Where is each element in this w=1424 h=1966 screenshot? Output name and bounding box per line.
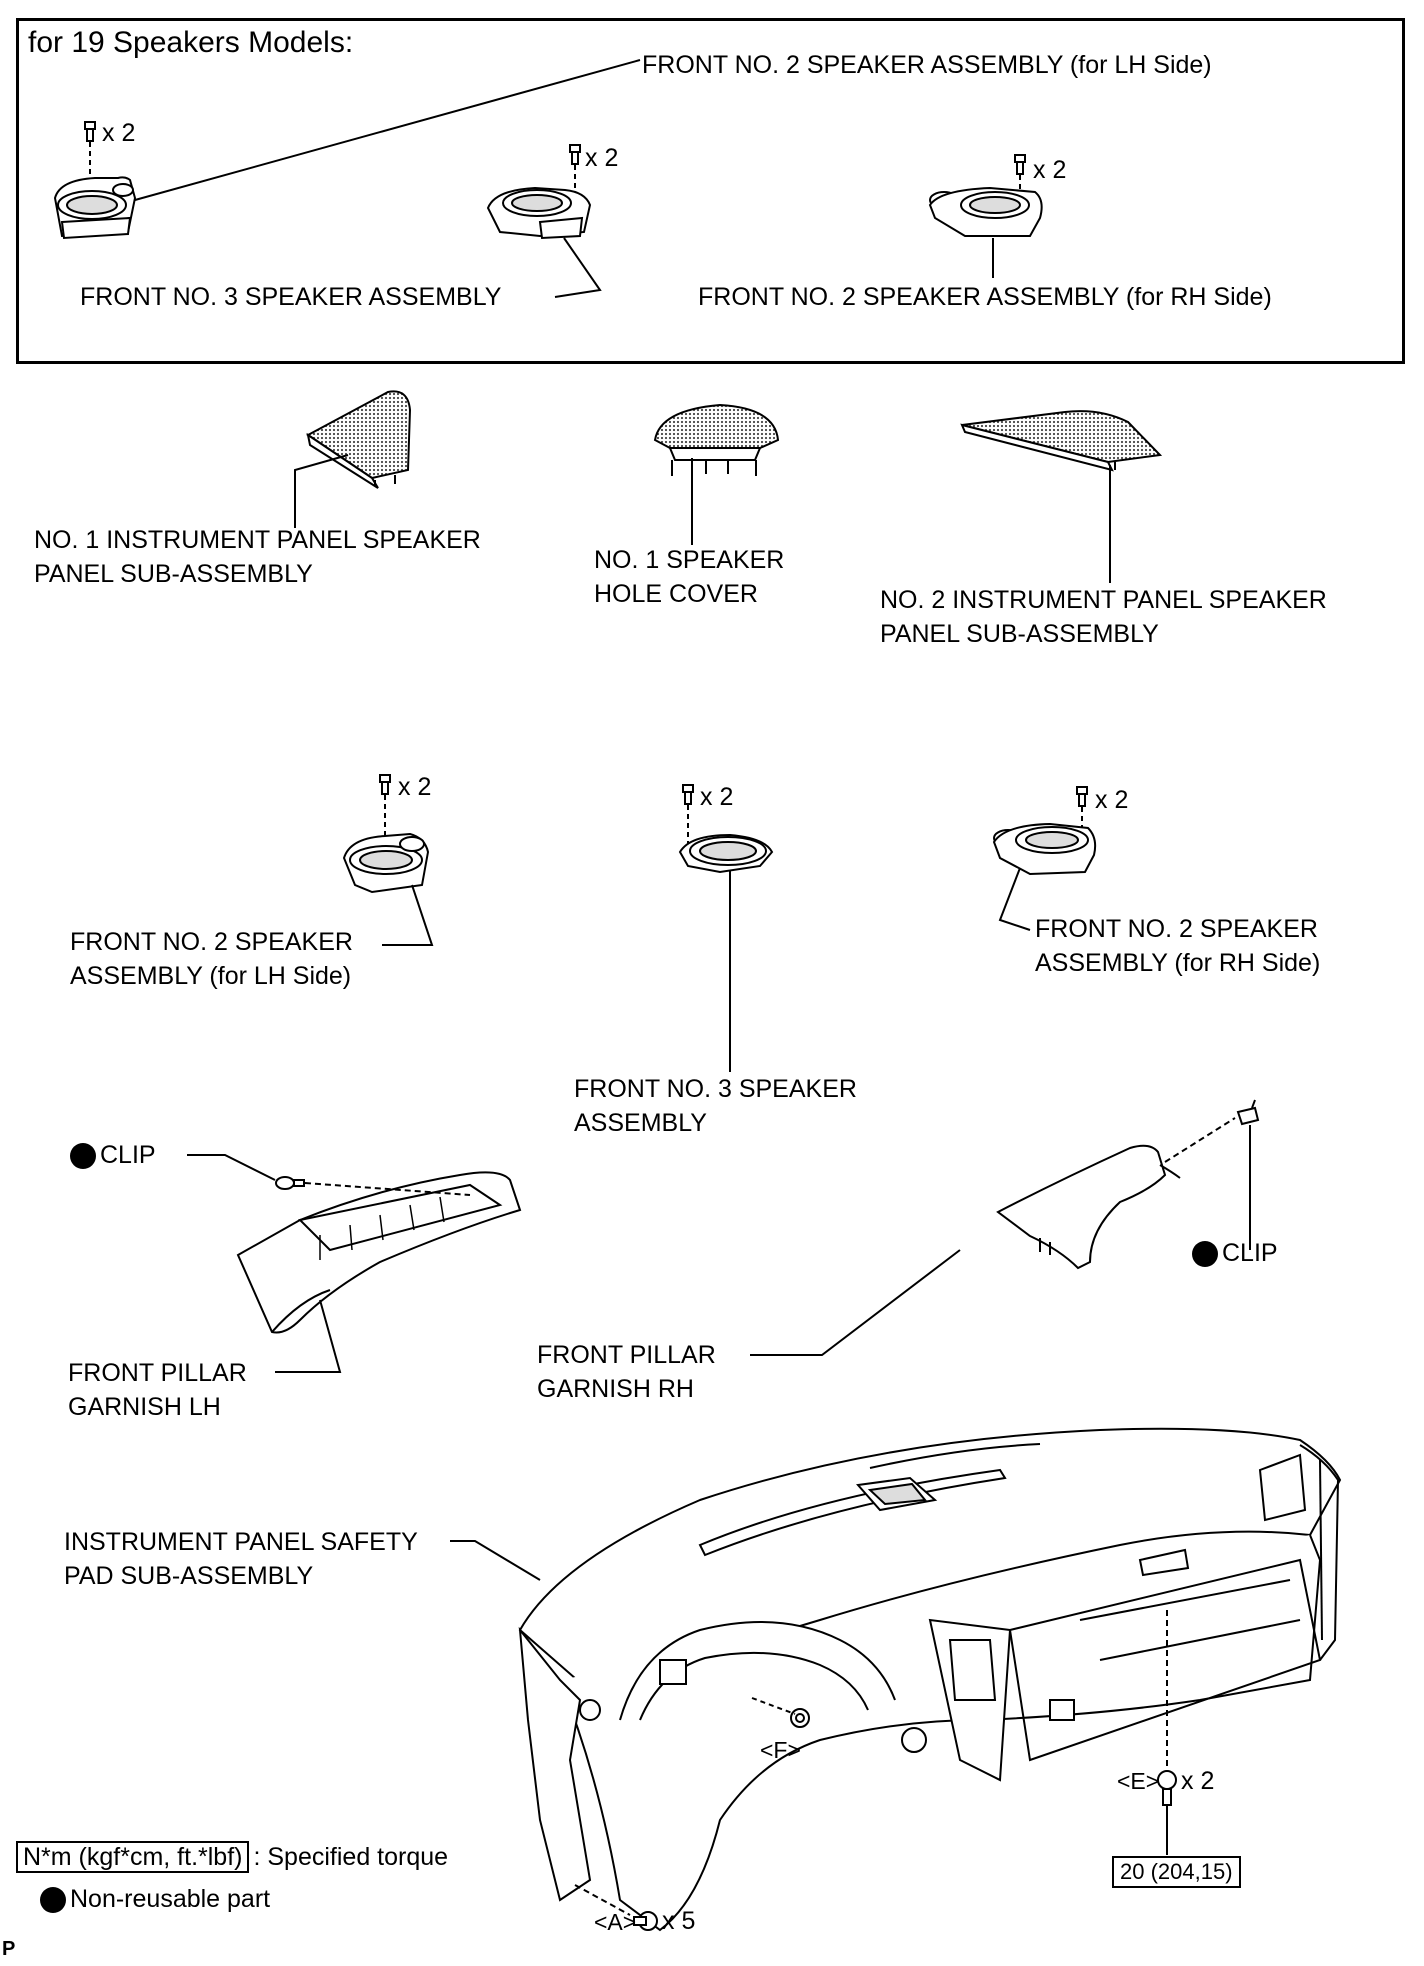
point-a-label: <A> [594,1909,637,1935]
leader-dash [450,1540,541,1581]
label-dash-line1: INSTRUMENT PANEL SAFETY [64,1528,418,1556]
label-rh-clip: CLIP [1192,1236,1278,1270]
inset-title: for 19 Speakers Models: [28,26,354,59]
label-lh-clip: CLIP [70,1138,156,1172]
label-lh-pillar-line2: GARNISH LH [68,1393,221,1421]
label-center-speaker-line1: FRONT NO. 3 SPEAKER [574,1075,857,1103]
clip-rh-text: CLIP [1222,1239,1278,1267]
leader-lh-speaker [382,884,434,946]
leader-rh-speaker [998,867,1031,931]
nonreusable-dot-icon [1192,1241,1218,1268]
leader-no1-panel [294,454,349,528]
label-rh-speaker-line2: ASSEMBLY (for RH Side) [1035,949,1321,977]
label-no2-panel-line1: NO. 2 INSTRUMENT PANEL SPEAKER [880,586,1327,614]
label-no2-panel-line2: PANEL SUB-ASSEMBLY [880,620,1159,648]
qty-center-speaker: x 2 [700,783,734,811]
corner-mark: P [2,1938,16,1960]
point-f-label: <F> [760,1737,801,1763]
point-e-label: <E> [1117,1768,1160,1794]
rh-speaker-art [992,786,1097,876]
bolt-a-dash [574,1884,631,1916]
label-inset-center-speaker: FRONT NO. 3 SPEAKER ASSEMBLY [80,283,502,311]
dash-art [518,1427,1342,1932]
torque-value-box: 20 (204,15) [1112,1856,1241,1888]
leader-lh-pillar [275,1299,342,1373]
bolt-a-icon [633,1911,658,1931]
lh-speaker-art [342,774,430,894]
qty-rh-speaker: x 2 [1095,786,1129,814]
inset-frame [16,18,1405,364]
qty-lh-speaker: x 2 [398,773,432,801]
qty-inset-lh: x 2 [102,119,136,147]
label-center-speaker-line2: ASSEMBLY [574,1109,707,1137]
leader-inset-center [554,237,602,298]
qty-bolt-a: x 5 [662,1907,696,1935]
label-no1-panel-line1: NO. 1 INSTRUMENT PANEL SPEAKER [34,526,481,554]
label-no1-panel-line2: PANEL SUB-ASSEMBLY [34,560,313,588]
nonreusable-legend-text: Non-reusable part [70,1885,271,1913]
label-lh-speaker-line2: ASSEMBLY (for LH Side) [70,962,352,990]
nonreusable-dot-icon [40,1887,66,1914]
nut-f-dash [751,1697,796,1715]
label-dash-line2: PAD SUB-ASSEMBLY [64,1562,314,1590]
no2-panel-art [960,410,1163,472]
label-hole-cover-line2: HOLE COVER [594,580,758,608]
inset-lh-speaker [53,121,137,240]
nut-f-icon [790,1708,810,1728]
rh-clip-dash [1164,1117,1236,1163]
qty-inset-rh: x 2 [1033,156,1067,184]
lh-clip-art [275,1176,305,1190]
clip-lh-text: CLIP [100,1141,156,1169]
nonreusable-legend: Non-reusable part [40,1882,270,1916]
torque-legend-box: N*m (kgf*cm, ft.*lbf) [16,1841,250,1873]
inset-center-speaker [486,144,592,240]
label-hole-cover-line1: NO. 1 SPEAKER [594,546,785,574]
rh-clip-art [1236,1099,1260,1126]
qty-inset-center: x 2 [585,144,619,172]
torque-legend-text: : Specified torque [253,1843,449,1871]
torque-legend: N*m (kgf*cm, ft.*lbf): Specified torque [16,1840,448,1874]
label-rh-speaker-line1: FRONT NO. 2 SPEAKER [1035,915,1318,943]
rh-pillar-art [996,1144,1181,1270]
hole-cover-art [653,403,780,476]
qty-bolt-e: x 2 [1181,1767,1215,1795]
inset-rh-speaker [928,154,1043,237]
center-speaker-art [678,784,774,874]
leader-lh-clip [187,1154,276,1181]
bolt-e-icon [1157,1770,1177,1806]
nonreusable-dot-icon [70,1143,96,1170]
leader-inset-lh [134,59,641,201]
label-inset-rh-speaker: FRONT NO. 2 SPEAKER ASSEMBLY (for RH Sid… [698,283,1272,311]
label-lh-pillar-line1: FRONT PILLAR [68,1359,247,1387]
label-rh-pillar-line2: GARNISH RH [537,1375,694,1403]
lh-pillar-art [236,1171,522,1334]
label-inset-lh-speaker: FRONT NO. 2 SPEAKER ASSEMBLY (for LH Sid… [642,51,1212,79]
leader-rh-pillar [750,1249,961,1356]
lh-clip-dash [304,1182,471,1196]
label-lh-speaker-line1: FRONT NO. 2 SPEAKER [70,928,353,956]
label-rh-pillar-line1: FRONT PILLAR [537,1341,716,1369]
no1-panel-art [306,390,412,489]
